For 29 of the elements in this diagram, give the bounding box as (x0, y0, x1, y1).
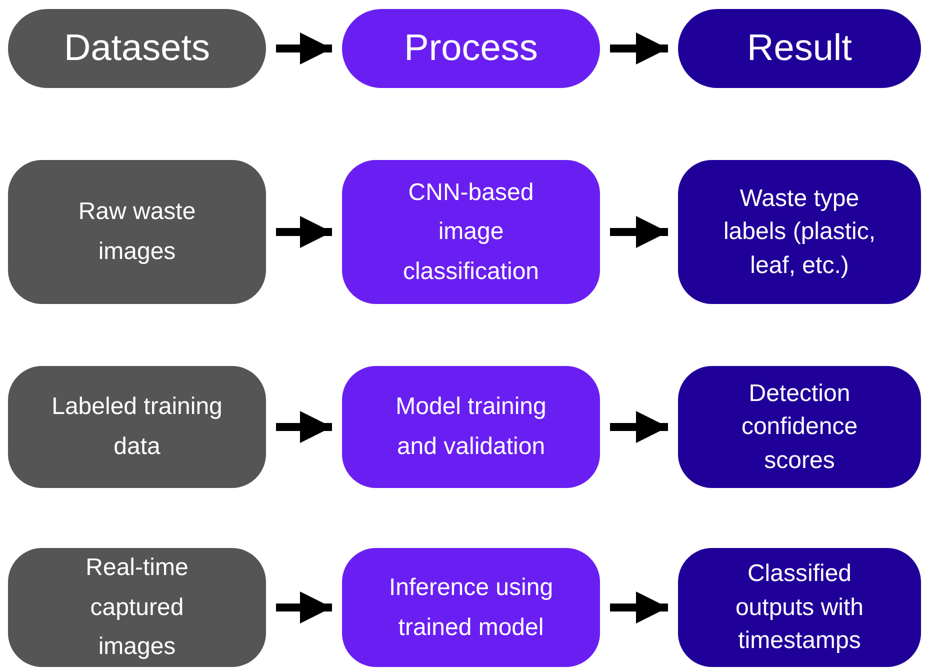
step-text: Inference using trained model (388, 572, 554, 642)
step-text: Classified outputs with timestamps (734, 559, 865, 656)
step-box (342, 548, 600, 667)
step-box (342, 160, 600, 304)
step-box (678, 366, 921, 488)
arrow (610, 216, 668, 248)
arrow (610, 411, 668, 443)
step-text: Raw waste images (77, 197, 197, 267)
step-box (342, 366, 600, 488)
column-heading: Process (404, 28, 538, 69)
step-box (678, 548, 921, 667)
step-text: CNN-based image classification (402, 178, 540, 287)
step-box (678, 160, 921, 304)
step-box (8, 366, 266, 488)
step-text: Model training and validation (394, 392, 548, 462)
column-heading: Datasets (64, 28, 210, 69)
arrow (276, 32, 332, 64)
step-text: Real-time captured images (84, 553, 190, 662)
step-text: Detection confidence scores (740, 378, 859, 476)
step-text: Waste type labels (plastic, leaf, etc.) (722, 184, 877, 281)
step-text: Labeled training data (50, 392, 224, 462)
column-heading: Result (747, 28, 852, 69)
step-box (8, 160, 266, 304)
step-box (8, 548, 266, 667)
arrow (610, 592, 668, 624)
arrow (276, 216, 332, 248)
arrow (276, 411, 332, 443)
arrow (610, 32, 668, 64)
arrow (276, 592, 332, 624)
